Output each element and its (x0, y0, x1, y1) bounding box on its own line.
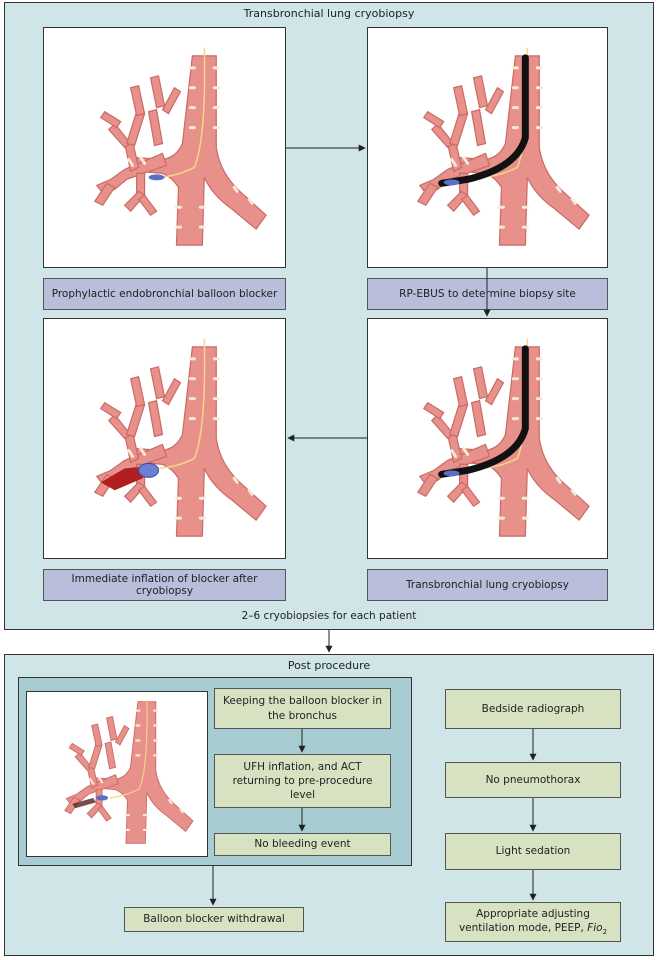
bleeding-area (100, 466, 149, 491)
bronchoscope (438, 54, 529, 187)
step-balloon-blocker: Prophylactic endobronchial balloon block… (43, 278, 286, 310)
airway-illustration (416, 338, 591, 538)
cryobiopsy-count-note: 2–6 cryobiopsies for each patient (241, 610, 417, 622)
airway-image-rp-ebus (367, 27, 608, 268)
balloon-blocker (96, 795, 109, 801)
airway-illustration (416, 47, 591, 247)
fio-variable: Fio (587, 922, 603, 935)
post-procedure-title: Post procedure (287, 659, 371, 672)
step-immediate-inflation: Immediate inflation of blocker after cry… (43, 569, 286, 601)
step-no-bleeding: No bleeding event (214, 833, 391, 856)
airway-image-inflation (43, 318, 286, 559)
inflated-balloon (138, 462, 160, 478)
balloon-blocker (148, 174, 165, 181)
step-no-pneumothorax: No pneumothorax (445, 762, 621, 798)
step-light-sedation: Light sedation (445, 833, 621, 870)
airway-image-balloon-blocker (43, 27, 286, 268)
bronchoscope (438, 345, 529, 478)
airway-illustration (93, 338, 268, 538)
step-cryobiopsy: Transbronchial lung cryobiopsy (367, 569, 608, 601)
balloon-blocker (443, 470, 460, 477)
airway-image-cryobiopsy (367, 318, 608, 559)
step-ventilation-adjust: Appropriate adjusting ventilation mode, … (445, 902, 621, 942)
ventilation-adjust-text: Appropriate adjusting ventilation mode, … (458, 908, 590, 935)
airway-illustration (93, 47, 268, 247)
step-ufh-inflation: UFH inflation, and ACT returning to pre-… (214, 754, 391, 808)
cryobiopsy-panel-title: Transbronchial lung cryobiopsy (243, 7, 415, 20)
balloon-blocker (443, 179, 460, 186)
fio-subscript: 2 (602, 928, 608, 937)
step-bedside-radiograph: Bedside radiograph (445, 689, 621, 729)
step-keep-balloon: Keeping the balloon blocker in the bronc… (214, 688, 391, 729)
step-blocker-withdrawal: Balloon blocker withdrawal (124, 907, 304, 932)
airway-illustration (63, 699, 195, 845)
step-rp-ebus: RP-EBUS to determine biopsy site (367, 278, 608, 310)
residual-blood (72, 797, 97, 809)
airway-image-post (26, 691, 208, 857)
